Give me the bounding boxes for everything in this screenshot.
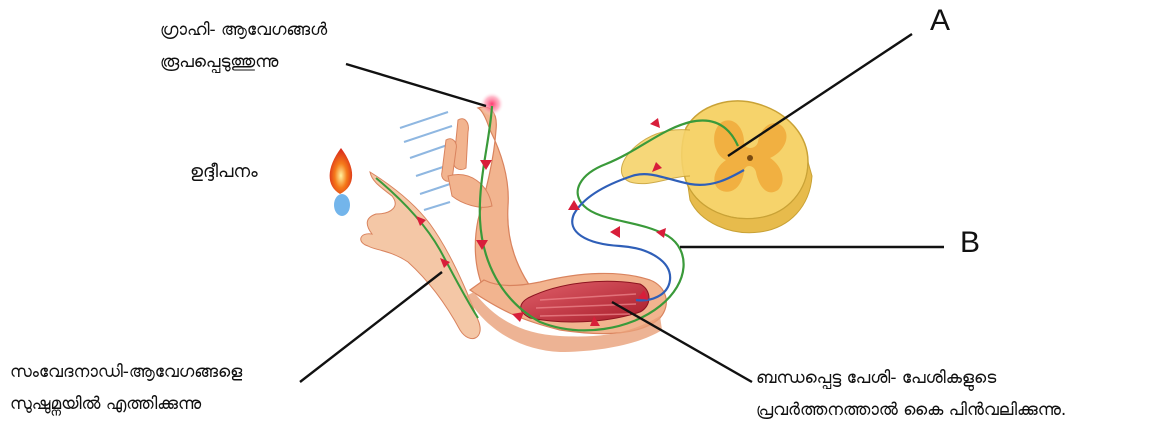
callout-A: A: [930, 6, 950, 36]
receptor-label-line1: ഗ്രാഹി- ആവേഗങ്ങൾ: [160, 14, 327, 46]
callout-B: B: [960, 228, 980, 258]
muscle-label: ബന്ധപ്പെട്ട പേശി- പേശികളുടെ പ്രവർത്തനത്ത…: [756, 362, 1066, 426]
sensory-neuron-label-line2: സുഷുമ്നയിൽ എത്തിക്കുന്നു: [10, 388, 242, 420]
sensory-neuron-label: സംവേദനാഡി-ആവേഗങ്ങളെ സുഷുമ്നയിൽ എത്തിക്കു…: [10, 356, 242, 420]
receptor-leader-line: [346, 64, 486, 106]
muscle-label-line2: പ്രവർത്തനത്താൽ കൈ പിൻവലിക്കുന്നു.: [756, 394, 1066, 426]
A-leader-line: [728, 34, 912, 156]
receptor-label: ഗ്രാഹി- ആവേഗങ്ങൾ രൂപപ്പെടുത്തുന്നു: [160, 14, 327, 78]
flame-icon: [330, 148, 353, 216]
muscle-label-line1: ബന്ധപ്പെട്ട പേശി- പേശികളുടെ: [756, 362, 1066, 394]
stimulus-label: ഉദ്ദീപനം: [190, 156, 258, 188]
sensory-neuron-leader-line: [300, 272, 442, 382]
receptor-label-line2: രൂപപ്പെടുത്തുന്നു: [160, 46, 327, 78]
sensory-neuron-label-line1: സംവേദനാഡി-ആവേഗങ്ങളെ: [10, 356, 242, 388]
